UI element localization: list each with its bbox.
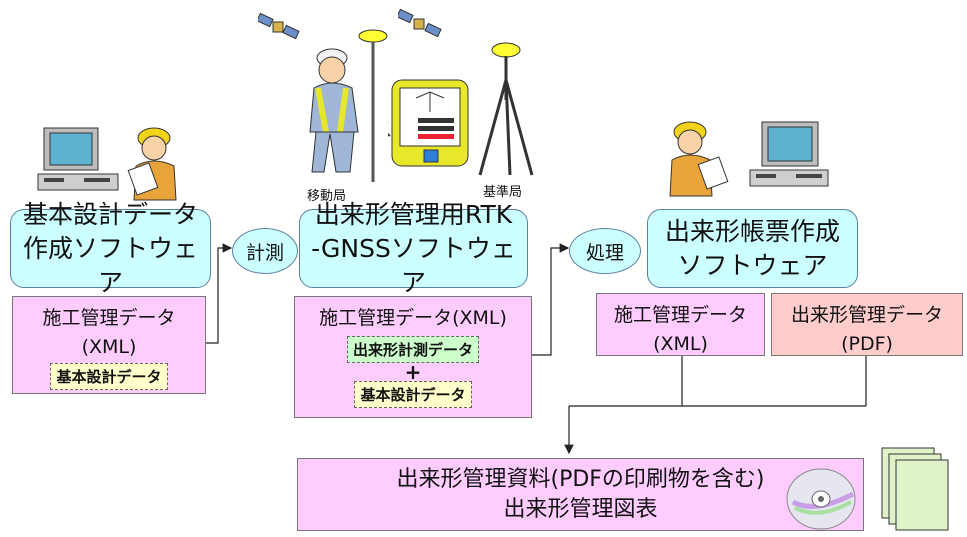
merge-lines — [569, 355, 867, 407]
base-station-tripod-icon — [478, 42, 534, 176]
worker-icon — [669, 121, 729, 197]
data-box-format: (PDF) — [841, 333, 893, 355]
design-software-line1: 基本設計データ — [22, 199, 198, 229]
construction-data-box-left: 施工管理データ (XML) 基本設計データ — [12, 296, 206, 394]
controller-device-icon — [388, 79, 469, 167]
computer-worker-illustration-right — [669, 121, 829, 197]
worker-icon — [127, 127, 177, 201]
worker-icon — [309, 48, 359, 173]
cd-disc-icon — [786, 468, 856, 530]
output-document-box: 出来形管理資料(PDFの印刷物を含む) 出来形管理図表 — [297, 458, 864, 531]
computer-icon — [749, 121, 829, 187]
report-software-box: 出来形帳票作成 ソフトウェア — [647, 209, 858, 288]
satellite-icon-right — [398, 8, 442, 38]
computer-worker-illustration-left — [37, 127, 177, 201]
construction-data-box-middle: 施工管理データ(XML) 出来形計測データ + 基本設計データ — [294, 296, 532, 418]
output-line2: 出来形管理図表 — [503, 496, 658, 522]
report-software-line1: 出来形帳票作成 — [664, 216, 840, 246]
basic-design-data-tag: 基本設計データ — [354, 381, 472, 408]
data-box-title: 施工管理データ — [613, 304, 747, 326]
data-box-title: 出来形管理データ — [790, 304, 943, 326]
plus-sign: + — [404, 360, 422, 384]
data-box-title: 施工管理データ(XML) — [319, 307, 507, 329]
data-box-format: (XML) — [653, 333, 708, 355]
data-box-format: (XML) — [81, 336, 137, 358]
output-line1: 出来形管理資料(PDFの印刷物を含む) — [396, 466, 765, 492]
satellite-icon-left — [258, 12, 300, 40]
measurement-data-tag: 出来形計測データ — [346, 336, 479, 363]
data-box-title: 施工管理データ — [42, 307, 176, 329]
arrow-middle-to-process — [532, 243, 570, 356]
measure-oval: 計測 — [232, 228, 298, 274]
rover-station-label: 移動局 — [307, 189, 347, 204]
rtk-software-line2: -GNSSソフトウェア — [311, 233, 516, 297]
rtk-gnss-software-box: 出来形管理用RTK -GNSSソフトウェア — [299, 200, 528, 297]
finished-form-pdf-box: 出来形管理データ (PDF) — [771, 293, 963, 356]
documents-stack-icon — [881, 447, 949, 531]
process-oval: 処理 — [569, 228, 641, 274]
rtk-software-line1: 出来形管理用RTK — [314, 199, 513, 229]
base-station-label: 基準局 — [483, 185, 523, 200]
gnss-antenna-icon — [358, 29, 388, 182]
design-data-software-box: 基本設計データ 作成ソフトウェア — [10, 200, 211, 297]
basic-design-data-tag: 基本設計データ — [50, 363, 168, 390]
computer-icon — [37, 127, 119, 191]
arrow-left-to-measure — [204, 243, 233, 344]
design-software-line2: 作成ソフトウェア — [22, 233, 198, 297]
report-software-line2: ソフトウェア — [677, 250, 828, 280]
rover-worker-illustration — [309, 29, 388, 182]
construction-data-xml-box: 施工管理データ (XML) — [596, 293, 765, 356]
